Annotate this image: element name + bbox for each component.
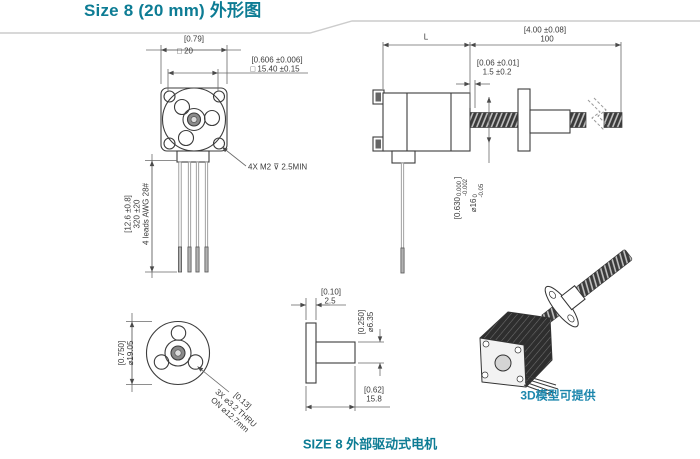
hub-dia-in: [0.250] xyxy=(357,309,366,335)
footer-caption: SIZE 8 外部驱动式电机 xyxy=(302,436,438,452)
front-view-dimensions xyxy=(145,45,308,278)
lead-length-in: [12.6 ±0.8] xyxy=(123,195,133,233)
mounting-hole xyxy=(163,90,176,103)
wire-exit-block-side xyxy=(391,150,416,164)
dim-length-label: L xyxy=(423,32,429,42)
page-title: Size 8 (20 mm) 外形图 xyxy=(84,1,262,20)
dim-screw-len-mm: 100 xyxy=(540,34,554,44)
flange-nut-disc xyxy=(517,88,531,152)
lead-wire-side xyxy=(400,162,405,249)
dim-boss-in: [0.06 ±0.01] xyxy=(476,58,520,68)
front-view xyxy=(160,87,228,273)
holes-leader-line xyxy=(197,366,230,393)
flange-side-view xyxy=(305,322,356,384)
dim-len-in: [0.62] xyxy=(363,385,385,395)
dim-hole-span-in: [0.606 ±0.006] xyxy=(251,55,303,65)
lead-wires xyxy=(178,161,209,248)
dim-width-mm: □ 20 xyxy=(177,46,193,56)
lead-note: 4 leads AWG 28# xyxy=(141,183,151,245)
flange-hole xyxy=(177,129,195,147)
flange-od-in: [0.750] xyxy=(117,340,126,366)
flange-plate-side xyxy=(305,322,317,384)
model-3d-wires xyxy=(523,375,559,397)
flange-od-dim: [0.750] ⌀19.05 xyxy=(117,341,135,366)
flange-od-mm: ⌀19.05 xyxy=(126,340,135,366)
side-view xyxy=(372,88,623,274)
model-3d-caption: 3D模型可提供 xyxy=(520,388,596,403)
lead-screw-thread xyxy=(469,112,519,128)
flange-hole xyxy=(173,98,191,116)
wire-exit-block xyxy=(176,150,210,163)
flange-side-dimensions xyxy=(291,298,390,411)
lead-wire-tip-side xyxy=(400,247,405,274)
lead-wire-dim: [12.6 ±0.8] 320 ±20 4 leads AWG 28# xyxy=(124,183,151,245)
dim-plate-in: [0.10] xyxy=(320,287,342,297)
dim-hole-span-mm: □ 15.40 ±0.15 xyxy=(250,64,300,74)
dim-boss-mm: 1.5 ±0.2 xyxy=(482,67,512,77)
shaft-boss xyxy=(182,107,206,132)
hub-dia-mm: ⌀6.35 xyxy=(366,311,375,333)
flange-bolt-hole xyxy=(187,354,204,370)
model-3d xyxy=(479,249,633,397)
motor-body-side xyxy=(382,92,471,152)
mounting-hole xyxy=(212,137,226,150)
model-3d-screw xyxy=(541,249,633,328)
flange-nut-hub xyxy=(529,109,571,134)
flange-hub-side xyxy=(315,341,356,364)
lead-wire-tips xyxy=(177,246,209,273)
break-symbol xyxy=(587,97,611,131)
dim-plate-mm: 2.5 xyxy=(324,296,336,306)
lead-screw-thread xyxy=(603,112,623,128)
flange-front-dimensions xyxy=(126,313,230,393)
hub-dia-dim: [0.250] ⌀6.35 xyxy=(357,310,375,334)
mounting-hole xyxy=(212,90,226,103)
model-3d-body xyxy=(479,311,553,388)
flange-front-view xyxy=(145,320,211,386)
dim-width-in: [0.79] xyxy=(183,34,205,44)
flange-hub-circle xyxy=(164,339,192,367)
mount-hole-note: 4X M2 ⊽ 2.5MIN xyxy=(248,162,308,172)
dim-screw-len-in: [4.00 ±0.08] xyxy=(523,25,567,35)
shaft-center xyxy=(190,116,198,123)
lead-length-mm: 320 ±20 xyxy=(132,199,142,229)
lead-screw-thread xyxy=(569,112,587,128)
header-separator-line xyxy=(0,20,700,34)
mounting-hole xyxy=(163,137,176,150)
dim-len-mm: 15.8 xyxy=(366,394,382,404)
m2-leader-line xyxy=(221,146,247,167)
side-view-dimensions xyxy=(382,42,622,163)
